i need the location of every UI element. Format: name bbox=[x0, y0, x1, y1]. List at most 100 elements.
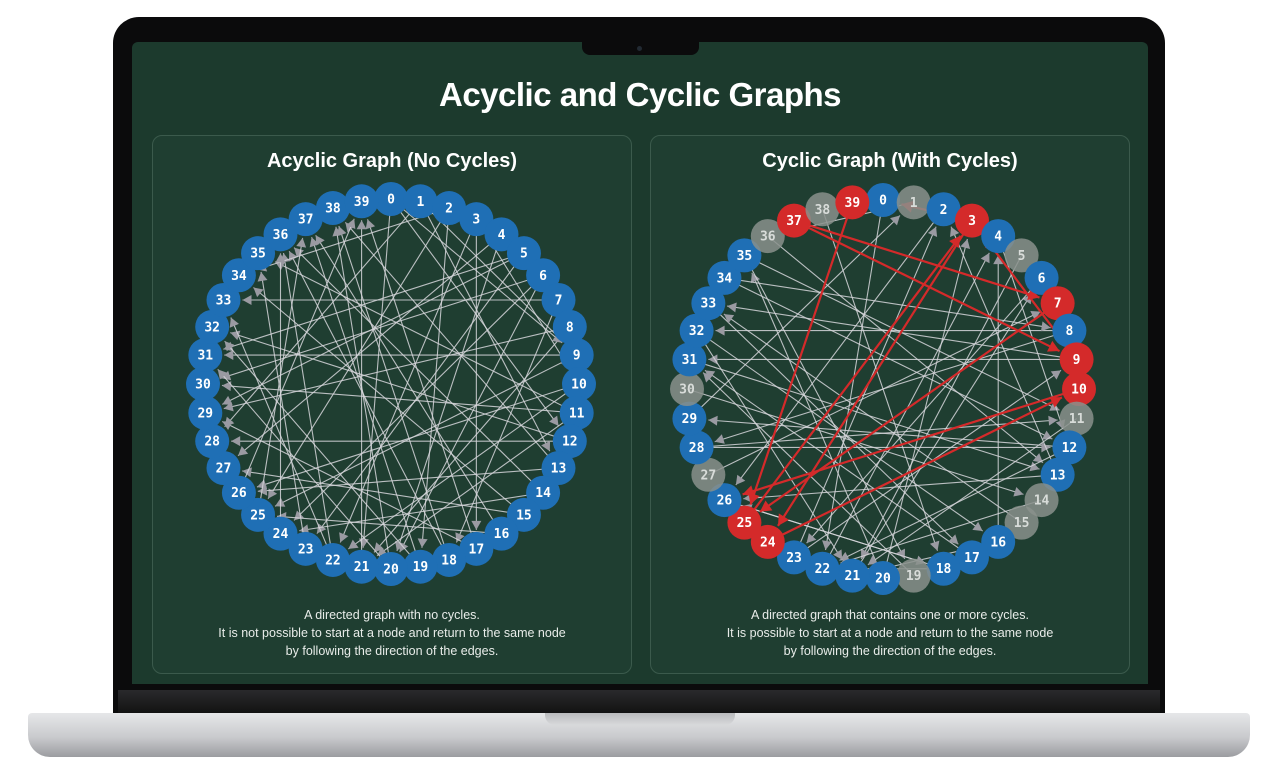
node-circle bbox=[432, 191, 467, 226]
arrowhead-icon bbox=[332, 226, 343, 237]
arrowhead-icon bbox=[715, 325, 725, 336]
graph-node: 15 bbox=[506, 497, 541, 532]
node-label: 24 bbox=[760, 535, 776, 550]
graph-node: 34 bbox=[221, 258, 256, 293]
graph-node: 4 bbox=[981, 219, 1016, 254]
node-circle bbox=[981, 219, 1016, 254]
node-circle bbox=[679, 430, 714, 465]
arrowhead-icon bbox=[980, 252, 990, 264]
edge-line bbox=[339, 218, 477, 543]
edge bbox=[229, 317, 334, 561]
edge bbox=[821, 209, 940, 551]
edge-line bbox=[821, 209, 939, 551]
arrowhead-icon bbox=[972, 521, 983, 532]
graph-node: 12 bbox=[552, 424, 587, 459]
node-label: 27 bbox=[216, 461, 232, 476]
graph-node: 0 bbox=[866, 183, 900, 217]
arrowhead-icon bbox=[723, 314, 735, 324]
node-label: 7 bbox=[555, 294, 563, 309]
node-label: 9 bbox=[573, 349, 581, 364]
edge bbox=[714, 330, 1070, 444]
edge bbox=[339, 218, 477, 543]
graph-node: 1 bbox=[896, 185, 931, 220]
arrowhead-icon bbox=[549, 415, 559, 426]
graph-node: 38 bbox=[315, 191, 350, 226]
node-label: 18 bbox=[936, 562, 952, 577]
node-label: 5 bbox=[1018, 249, 1026, 264]
node-circle bbox=[484, 217, 519, 252]
node-circle bbox=[506, 497, 541, 532]
arrowhead-icon bbox=[929, 540, 940, 551]
arrowhead-icon bbox=[1027, 288, 1040, 300]
node-circle bbox=[562, 367, 596, 401]
node-circle bbox=[403, 549, 438, 584]
node-label: 2 bbox=[445, 202, 453, 217]
page-title: Acyclic and Cyclic Graphs bbox=[438, 76, 842, 113]
node-circle bbox=[374, 552, 408, 586]
arrowhead-icon bbox=[1047, 340, 1060, 352]
node-circle bbox=[541, 283, 576, 318]
node-label: 38 bbox=[325, 202, 341, 217]
node-label: 33 bbox=[216, 294, 232, 309]
cyclic-graph-title: Cyclic Graph (With Cycles) bbox=[762, 150, 1018, 172]
edge-line bbox=[749, 201, 854, 505]
edge-line bbox=[293, 247, 544, 494]
edge bbox=[257, 237, 307, 515]
cycle-edge bbox=[742, 387, 1080, 497]
node-circle bbox=[1040, 286, 1075, 321]
node-label: 17 bbox=[469, 542, 485, 557]
node-circle bbox=[1040, 457, 1075, 492]
arrowhead-icon bbox=[231, 436, 241, 447]
node-label: 3 bbox=[472, 213, 480, 228]
graph-node: 9 bbox=[559, 338, 594, 373]
edge bbox=[882, 238, 971, 579]
graph-node: 16 bbox=[484, 516, 519, 551]
node-label: 20 bbox=[383, 563, 399, 578]
node-circle bbox=[315, 542, 350, 577]
laptop-base bbox=[28, 713, 1250, 757]
graph-node: 13 bbox=[1040, 457, 1075, 492]
node-circle bbox=[1059, 401, 1094, 436]
edge-line bbox=[222, 252, 525, 405]
node-label: 12 bbox=[1062, 441, 1078, 456]
arrowhead-icon bbox=[890, 215, 900, 226]
cycle-edge bbox=[743, 235, 962, 524]
arrowhead-icon bbox=[541, 440, 551, 452]
edge-line bbox=[420, 200, 564, 343]
description-line: It is not possible to start at a node an… bbox=[218, 626, 566, 640]
node-circle bbox=[1052, 430, 1087, 465]
edge-line bbox=[806, 277, 1042, 544]
graph-node: 2 bbox=[432, 191, 467, 226]
node-label: 39 bbox=[354, 195, 370, 210]
node-label: 30 bbox=[679, 383, 695, 398]
edge bbox=[715, 325, 1070, 336]
arrowhead-icon bbox=[222, 421, 233, 430]
node-label: 37 bbox=[786, 214, 802, 229]
edge bbox=[257, 467, 559, 496]
node-circle bbox=[1004, 238, 1039, 273]
node-label: 16 bbox=[494, 527, 510, 542]
cyclic-description: A directed graph that contains one or mo… bbox=[651, 606, 1129, 660]
node-circle bbox=[288, 202, 323, 237]
graph-node: 7 bbox=[1040, 286, 1075, 321]
laptop-screen: Acyclic and Cyclic Graphs Acyclic Graph … bbox=[132, 42, 1148, 684]
node-circle bbox=[206, 283, 241, 318]
laptop-opening-groove bbox=[545, 713, 735, 725]
arrowhead-icon bbox=[299, 524, 309, 535]
edge-line bbox=[742, 505, 944, 570]
arrowhead-icon bbox=[224, 350, 234, 361]
edge-line bbox=[839, 446, 1070, 561]
node-label: 25 bbox=[250, 508, 266, 523]
arrowhead-icon bbox=[1030, 311, 1041, 321]
node-circle bbox=[188, 395, 223, 430]
node-circle bbox=[866, 183, 900, 217]
node-label: 11 bbox=[569, 406, 585, 421]
node-circle bbox=[896, 558, 931, 593]
node-circle bbox=[344, 184, 379, 219]
node-circle bbox=[670, 372, 704, 406]
node-circle bbox=[750, 219, 785, 254]
edge-line bbox=[689, 215, 901, 419]
node-label: 4 bbox=[498, 228, 506, 243]
edge-line bbox=[230, 332, 570, 442]
